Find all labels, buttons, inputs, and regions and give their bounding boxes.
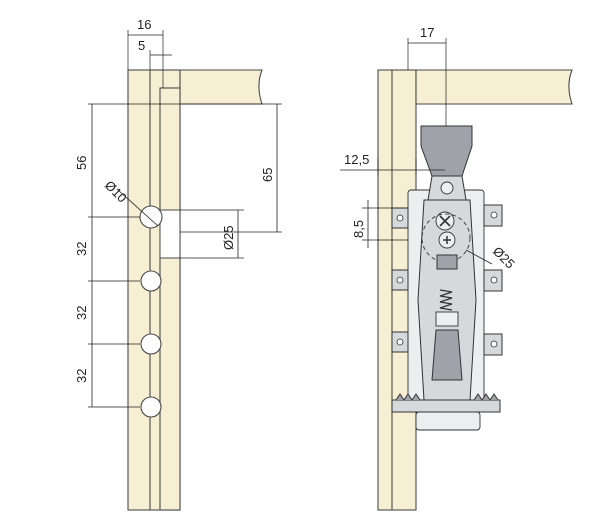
dim-85-label: 8,5 [351, 220, 366, 238]
left-recess [159, 209, 181, 259]
dia25-right-label: Ø25 [490, 244, 518, 272]
right-view: 17 12,5 8,5 Ø25 [340, 25, 573, 511]
teeth-left [395, 393, 421, 401]
dim-125-label: 12,5 [344, 152, 369, 167]
bottom-rail [391, 399, 501, 413]
dim-65-label: 65 [260, 168, 275, 182]
tab-right-2-hole [490, 276, 498, 284]
dim-5-label: 5 [138, 38, 145, 53]
hole-1 [139, 205, 163, 229]
dim-16-label: 16 [137, 17, 151, 32]
hole-3 [140, 333, 162, 355]
tab-left-3-hole [396, 338, 404, 346]
adjust-screw-1-cross [439, 215, 451, 227]
hole-2 [140, 270, 162, 292]
left-inner-strip [159, 87, 181, 511]
dim-32b-label: 32 [74, 306, 89, 320]
tab-right-3-hole [490, 340, 498, 348]
spring-coil [439, 289, 453, 311]
dia10-label: Ø10 [102, 178, 130, 206]
adjust-screw-2-cross [443, 236, 451, 244]
hinge-arm-top [420, 125, 473, 177]
tab-left-2-hole [396, 276, 404, 284]
tab-right-1-hole [490, 211, 498, 219]
spring-base [435, 311, 459, 327]
bottom-cap [415, 411, 481, 431]
tab-left-1-hole [396, 214, 404, 222]
lower-slider [431, 329, 463, 381]
dim-17-label: 17 [420, 25, 434, 40]
dia10-leader [117, 189, 159, 227]
dia25-left-label: Ø25 [221, 225, 236, 250]
dia25-right-leader [465, 249, 493, 265]
left-view: 16 5 56 Ø10 32 32 32 65 Ø25 [74, 17, 282, 511]
dim-32c-label: 32 [74, 369, 89, 383]
neck-screw [440, 181, 454, 195]
dim-56-label: 56 [74, 156, 89, 170]
right-top-panel [378, 69, 573, 105]
teeth-right [473, 393, 499, 401]
spring-block [436, 254, 458, 270]
hole-4 [140, 396, 162, 418]
dim-32a-label: 32 [74, 242, 89, 256]
